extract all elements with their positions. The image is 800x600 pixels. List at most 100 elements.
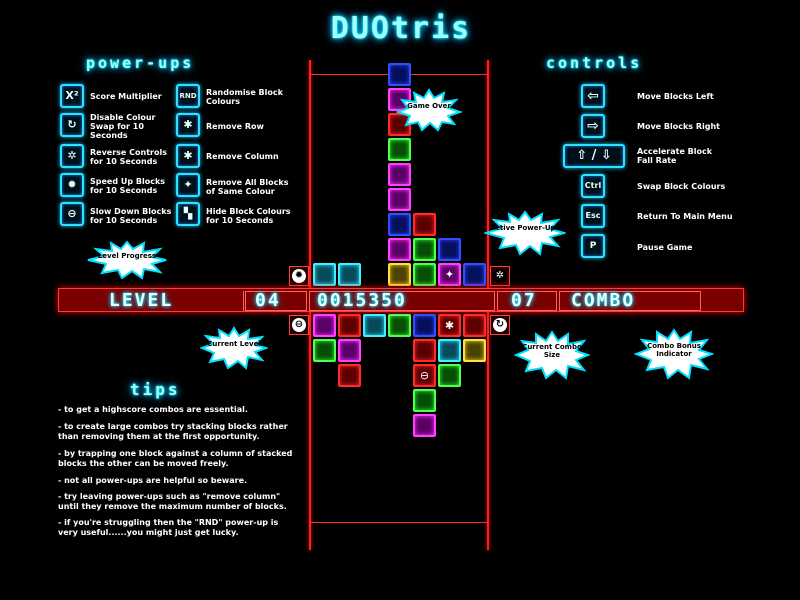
block — [388, 63, 411, 86]
powerup-label: Hide Block Colours for 10 Seconds — [206, 207, 291, 225]
block — [388, 263, 411, 286]
reverse-controls-icon: ✲ — [493, 269, 507, 283]
current-combo-label: Current Combo Size — [522, 343, 582, 359]
controls-title: controls — [546, 54, 643, 72]
speed-up-icon: ✹ — [60, 173, 84, 197]
block — [413, 213, 436, 236]
block — [388, 213, 411, 236]
control-label: Pause Game — [637, 243, 693, 252]
active-powerups-callout: Active Power-Ups — [484, 210, 566, 256]
playfield-bottom-line — [310, 522, 488, 523]
block — [388, 163, 411, 186]
disable-swap-icon: ↻ — [493, 318, 507, 332]
block: ✦ — [438, 263, 461, 286]
powerup-label: Disable Colour Swap for 10 Seconds — [90, 113, 156, 140]
block — [338, 263, 361, 286]
control-label: Move Blocks Left — [637, 92, 714, 101]
tip-item: - by trapping one block against a column… — [58, 449, 293, 468]
block — [413, 389, 436, 412]
score-value: 0015350 — [317, 290, 407, 311]
block — [313, 339, 336, 362]
slow-down-icon: ⊖ — [60, 202, 84, 226]
current-level-label: Current Level — [207, 340, 261, 348]
block — [313, 314, 336, 337]
powerup-star-icon: ✱ — [444, 319, 455, 332]
powerup-label: Remove Column — [206, 152, 279, 161]
active-powerup-tile: ↻ — [490, 315, 510, 335]
combo-label-box — [559, 291, 701, 311]
block — [438, 339, 461, 362]
block — [463, 314, 486, 337]
block — [313, 263, 336, 286]
level-box — [245, 291, 307, 311]
tip-item: - to get a highscore combos are essentia… — [58, 405, 248, 414]
esc-key-icon: Esc — [581, 204, 605, 228]
active-powerup-tile: ⊖ — [289, 315, 309, 335]
powerup-label: Remove All Blocks of Same Colour — [206, 178, 289, 196]
combo-label: COMBO — [571, 290, 636, 311]
block — [388, 314, 411, 337]
level-value: 04 — [255, 290, 281, 311]
score-box — [309, 291, 495, 311]
speed-up-icon: ✹ — [292, 269, 306, 283]
combo-count: 07 — [511, 290, 537, 311]
tips-title: tips — [130, 380, 181, 399]
block — [413, 339, 436, 362]
ctrl-key-icon: Ctrl — [581, 174, 605, 198]
block — [438, 238, 461, 261]
level-progress-callout: Level Progress — [86, 240, 168, 280]
powerup-label: Reverse Controls for 10 Seconds — [90, 148, 167, 166]
current-combo-callout: Current Combo Size — [514, 330, 590, 380]
block — [338, 314, 361, 337]
current-level-callout: Current Level — [200, 326, 268, 370]
powerup-label: Score Multiplier — [90, 92, 162, 101]
control-label: Swap Block Colours — [637, 182, 726, 191]
block — [463, 263, 486, 286]
block — [388, 138, 411, 161]
level-bar: LEVEL 04 0015350 07 COMBO — [58, 288, 744, 312]
control-label: Move Blocks Right — [637, 122, 720, 131]
block — [413, 314, 436, 337]
tip-item: - not all power-ups are helpful so bewar… — [58, 476, 248, 485]
randomise-colours-icon: RND — [176, 84, 200, 108]
block — [338, 364, 361, 387]
tip-item: - try leaving power-ups such as "remove … — [58, 492, 287, 511]
block — [438, 364, 461, 387]
block — [363, 314, 386, 337]
active-powerup-tile: ✲ — [490, 266, 510, 286]
up-down-arrow-keys-icon: ⇧ / ⇩ — [563, 144, 625, 168]
block — [413, 238, 436, 261]
slow-down-icon: ⊖ — [419, 369, 430, 382]
bar-divider — [243, 291, 244, 311]
combo-bonus-label: Combo Bonus Indicator — [647, 342, 701, 358]
powerup-label: Slow Down Blocks for 10 Seconds — [90, 207, 172, 225]
remove-same-colour-icon: ✦ — [176, 173, 200, 197]
score-multiplier-icon: X² — [60, 84, 84, 108]
powerup-label: Speed Up Blocks for 10 Seconds — [90, 177, 166, 195]
p-key-icon: P — [581, 234, 605, 258]
hide-colours-icon: ▚ — [176, 202, 200, 226]
powerup-label: Remove Row — [206, 122, 264, 131]
game-logo: DUOtris — [330, 11, 472, 46]
tip-item: - if you're struggling then the "RND" po… — [58, 518, 279, 537]
block — [463, 339, 486, 362]
active-powerup-tile: ✹ — [289, 266, 309, 286]
game-over-label: Game Over — [407, 102, 451, 110]
disable-swap-icon: ↻ — [60, 113, 84, 137]
powerup-star-icon: ✦ — [444, 268, 455, 281]
remove-column-icon: ✱ — [176, 144, 200, 168]
powerups-title: power-ups — [86, 54, 195, 72]
reverse-controls-icon: ✲ — [60, 144, 84, 168]
tip-item: - to create large combos try stacking bl… — [58, 422, 288, 441]
block: ✱ — [438, 314, 461, 337]
block — [413, 263, 436, 286]
control-label: Return To Main Menu — [637, 212, 733, 221]
active-powerups-label: Active Power-Ups — [490, 224, 560, 232]
control-label: Accelerate Block Fall Rate — [637, 147, 713, 165]
level-label: LEVEL — [109, 290, 174, 311]
block — [338, 339, 361, 362]
powerup-label: Randomise Block Colours — [206, 88, 283, 106]
game-over-callout: Game Over — [396, 88, 462, 132]
right-arrow-key-icon: ⇨ — [581, 114, 605, 138]
level-progress-label: Level Progress — [97, 252, 157, 260]
